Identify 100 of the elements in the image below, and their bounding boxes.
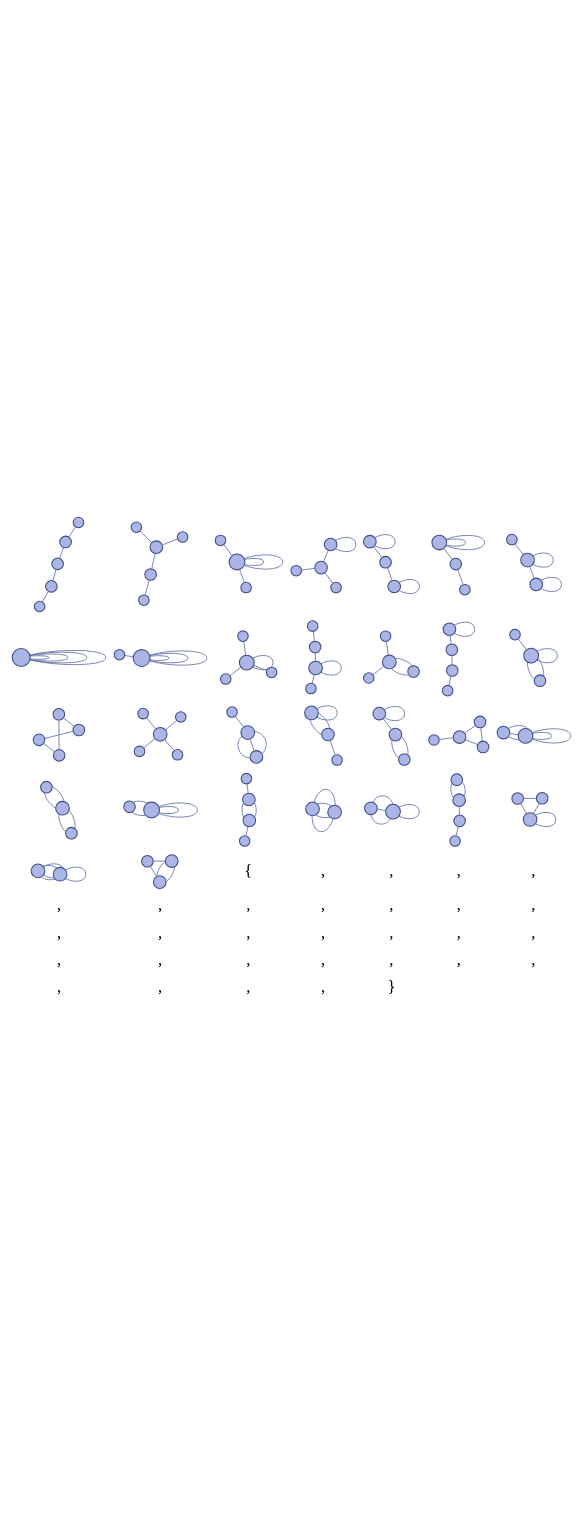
node-circle bbox=[137, 707, 149, 720]
connector bbox=[43, 863, 65, 879]
node-circle bbox=[240, 581, 252, 594]
connector bbox=[244, 558, 265, 566]
label: , bbox=[456, 860, 461, 880]
label: , bbox=[56, 949, 62, 969]
connector bbox=[314, 652, 316, 662]
connector bbox=[533, 803, 540, 814]
connector bbox=[146, 717, 156, 730]
connector bbox=[315, 814, 331, 819]
connector bbox=[249, 738, 255, 752]
node-circle bbox=[305, 801, 320, 817]
connector bbox=[448, 675, 452, 686]
label: , bbox=[320, 949, 326, 969]
node-circle bbox=[226, 706, 238, 718]
label: , bbox=[320, 977, 326, 997]
node-circle bbox=[228, 553, 246, 571]
connector bbox=[532, 731, 553, 740]
connector bbox=[382, 718, 392, 730]
connector bbox=[68, 810, 76, 829]
connector bbox=[457, 569, 464, 585]
node-circle bbox=[242, 813, 257, 828]
connector bbox=[370, 814, 391, 825]
connector bbox=[464, 725, 476, 734]
node-circle bbox=[149, 540, 164, 555]
connector bbox=[164, 739, 175, 751]
label: , bbox=[246, 977, 251, 997]
connector bbox=[507, 725, 530, 741]
node-circle bbox=[476, 740, 490, 754]
node-circle bbox=[237, 630, 249, 642]
connector bbox=[531, 728, 572, 744]
connector bbox=[156, 861, 166, 877]
label: , bbox=[389, 860, 394, 880]
node-circle bbox=[533, 674, 547, 687]
node-circle bbox=[144, 568, 157, 581]
connector bbox=[455, 826, 459, 836]
node-circle bbox=[459, 583, 471, 596]
node-circle bbox=[164, 854, 179, 868]
connector bbox=[44, 792, 56, 809]
node-circle bbox=[330, 581, 342, 594]
connector bbox=[540, 576, 562, 592]
connector bbox=[223, 544, 233, 556]
connector bbox=[537, 658, 545, 677]
node-circle bbox=[30, 863, 46, 879]
connector bbox=[445, 538, 466, 547]
node-circle bbox=[449, 557, 463, 571]
node-circle bbox=[520, 552, 535, 568]
node-circle bbox=[314, 560, 328, 575]
connector bbox=[253, 802, 257, 818]
label: , bbox=[389, 895, 394, 915]
node-circle bbox=[152, 875, 167, 889]
node-circle bbox=[441, 684, 454, 697]
label: { bbox=[244, 860, 253, 880]
connector bbox=[237, 735, 251, 759]
label: , bbox=[531, 949, 536, 969]
connector bbox=[401, 736, 409, 756]
node-circle bbox=[132, 649, 151, 667]
connector bbox=[311, 815, 334, 832]
connector bbox=[509, 733, 519, 736]
connector bbox=[254, 731, 267, 754]
connector bbox=[398, 579, 420, 595]
connector bbox=[243, 641, 247, 656]
connector bbox=[246, 783, 249, 794]
node-circle bbox=[171, 749, 184, 761]
node-circle bbox=[305, 682, 317, 695]
label: , bbox=[320, 860, 326, 880]
node-circle bbox=[33, 600, 46, 613]
connector bbox=[373, 546, 383, 558]
connector bbox=[252, 655, 274, 671]
node-circle bbox=[327, 804, 342, 820]
connector bbox=[520, 803, 527, 814]
connector bbox=[385, 641, 389, 656]
connector bbox=[131, 811, 147, 817]
node-circle bbox=[242, 792, 256, 807]
node-circle bbox=[290, 564, 302, 577]
connector bbox=[450, 782, 454, 798]
label: , bbox=[56, 922, 62, 942]
node-circle bbox=[473, 715, 487, 729]
node-circle bbox=[442, 622, 457, 637]
node-circle bbox=[453, 814, 466, 828]
connector bbox=[132, 800, 148, 804]
node-circle bbox=[138, 594, 150, 606]
label: , bbox=[246, 922, 251, 942]
label: , bbox=[157, 895, 163, 915]
node-circle bbox=[388, 727, 403, 742]
connector bbox=[59, 546, 65, 559]
node-circle bbox=[308, 660, 323, 676]
node-circle bbox=[249, 750, 264, 764]
node-circle bbox=[372, 706, 387, 721]
connector bbox=[44, 730, 74, 739]
node-circle bbox=[32, 733, 46, 747]
label: , bbox=[456, 922, 461, 942]
node-circle bbox=[517, 728, 534, 744]
node-circle bbox=[65, 826, 78, 840]
node-circle bbox=[496, 725, 511, 740]
node-circle bbox=[308, 640, 322, 654]
connector bbox=[150, 866, 157, 877]
node-circle bbox=[407, 665, 420, 678]
node-circle bbox=[72, 516, 85, 529]
connector bbox=[151, 553, 156, 570]
